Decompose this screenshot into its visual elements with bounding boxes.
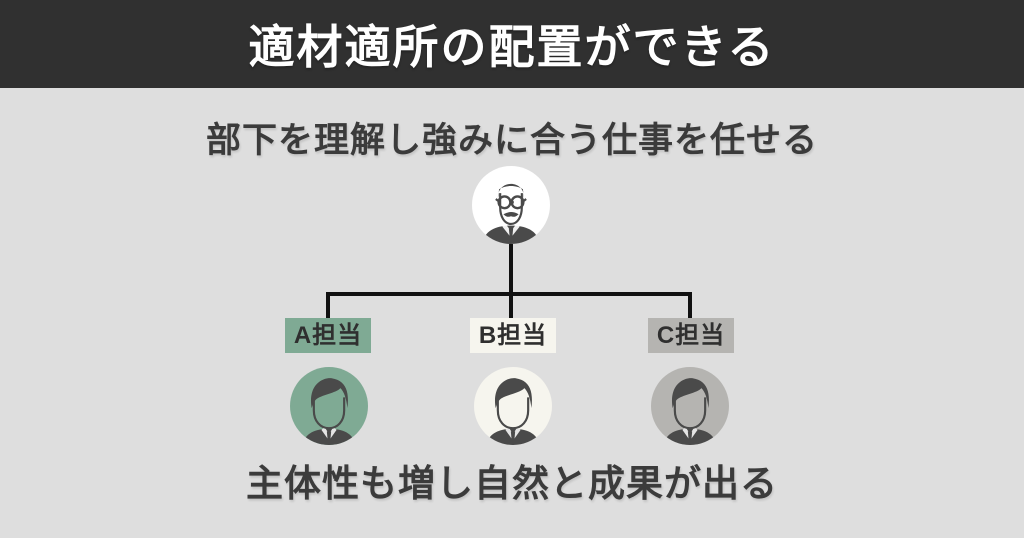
member-avatar-icon (651, 367, 729, 445)
member-avatar-icon (290, 367, 368, 445)
page-title: 適材適所の配置ができる (248, 21, 776, 73)
member-label-a: A担当 (285, 318, 371, 353)
connector-line-manager (509, 243, 513, 320)
manager-avatar (472, 166, 550, 244)
member-label-b: B担当 (470, 318, 556, 353)
member-avatar-a (290, 367, 368, 445)
member-label-c: C担当 (648, 318, 734, 353)
member-avatar-b (474, 367, 552, 445)
connector-line-member-c (688, 292, 692, 320)
member-avatar-c (651, 367, 729, 445)
header-bar: 適材適所の配置ができる (0, 0, 1024, 88)
conclusion-text: 主体性も増し自然と成果が出る (246, 463, 778, 504)
connector-line-horizontal (326, 292, 692, 296)
connector-line-member-a (326, 292, 330, 320)
member-avatar-icon (474, 367, 552, 445)
manager-avatar-icon (472, 166, 550, 244)
subtitle-text: 部下を理解し強みに合う仕事を任せる (205, 121, 818, 160)
